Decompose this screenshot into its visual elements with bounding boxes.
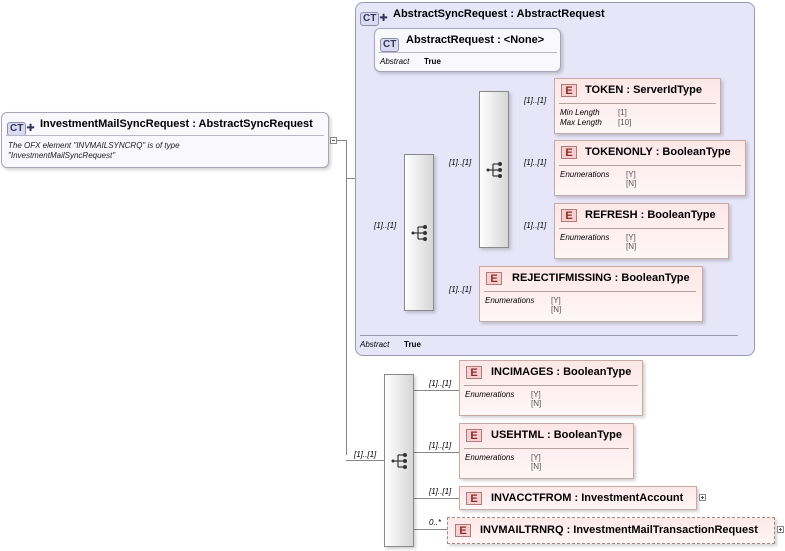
cardinality-usehtml: [1]..[1] bbox=[429, 441, 452, 450]
element-usehtml[interactable]: E USEHTML : BooleanType Enumerations [Y]… bbox=[459, 423, 634, 479]
cardinality-main-seq: [1]..[1] bbox=[374, 221, 397, 230]
element-title: TOKEN : ServerIdType bbox=[585, 84, 702, 96]
abstract-request-type[interactable]: CT AbstractRequest : <None> Abstract Tru… bbox=[374, 28, 561, 72]
element-badge: E bbox=[455, 524, 471, 537]
abstract-request-title: AbstractRequest : <None> bbox=[406, 34, 545, 46]
complex-type-icon: CT bbox=[380, 38, 400, 52]
element-divider bbox=[464, 385, 638, 386]
main-sequence-compositor[interactable] bbox=[404, 154, 434, 311]
cardinality-inner-seq: [1]..[1] bbox=[449, 158, 472, 167]
element-invmailtrnrq[interactable]: E INVMAILTRNRQ : InvestmentMailTransacti… bbox=[447, 517, 775, 544]
inner-sequence-compositor[interactable] bbox=[479, 91, 509, 248]
element-prop: Enumerations bbox=[465, 390, 515, 399]
cardinality-tokenonly: [1]..[1] bbox=[524, 158, 547, 167]
complex-type-icon: CT bbox=[360, 12, 380, 26]
element-title: INCIMAGES : BooleanType bbox=[491, 366, 632, 378]
abstract-sync-badge: CT✚ bbox=[360, 8, 388, 26]
cardinality-outer-seq: [1]..[1] bbox=[354, 450, 377, 459]
expand-plus-icon[interactable] bbox=[699, 494, 706, 501]
connector-outer-to-usehtml bbox=[414, 452, 459, 453]
element-val: [Y] bbox=[626, 233, 636, 242]
element-divider bbox=[559, 165, 741, 166]
cardinality-token: [1]..[1] bbox=[524, 96, 547, 105]
element-divider bbox=[484, 291, 696, 292]
element-val: [Y] bbox=[531, 390, 541, 399]
element-invacctfrom[interactable]: E INVACCTFROM : InvestmentAccount bbox=[459, 486, 697, 510]
cardinality-invmailtrnrq: 0..* bbox=[429, 518, 442, 527]
connector-root-v bbox=[346, 140, 347, 455]
element-prop: Enumerations bbox=[560, 233, 610, 242]
element-badge: E bbox=[561, 84, 577, 97]
element-prop: Enumerations bbox=[465, 453, 515, 462]
abstract-request-badge: CT bbox=[380, 34, 400, 52]
connector-outer-to-invmailtrnrq bbox=[414, 529, 447, 530]
plus-icon: ✚ bbox=[379, 13, 388, 24]
cardinality-incimages: [1]..[1] bbox=[429, 379, 452, 388]
element-val: [N] bbox=[551, 305, 562, 314]
complex-type-icon: CT bbox=[7, 122, 27, 136]
root-divider bbox=[6, 135, 324, 136]
root-title: InvestmentMailSyncRequest : AbstractSync… bbox=[40, 118, 313, 130]
element-prop: Min Length bbox=[560, 108, 600, 117]
cardinality-rejectifmissing: [1]..[1] bbox=[449, 285, 472, 294]
outer-sequence-compositor[interactable] bbox=[384, 374, 414, 547]
element-badge: E bbox=[466, 492, 482, 505]
element-badge: E bbox=[466, 429, 482, 442]
element-incimages[interactable]: E INCIMAGES : BooleanType Enumerations [… bbox=[459, 360, 643, 416]
element-title: USEHTML : BooleanType bbox=[491, 429, 622, 441]
connector-to-group bbox=[346, 178, 356, 179]
element-divider bbox=[464, 448, 629, 449]
connector-outer-to-invacctfrom bbox=[414, 498, 459, 499]
element-val: [N] bbox=[531, 399, 542, 408]
root-complex-type[interactable]: CT✚ InvestmentMailSyncRequest : Abstract… bbox=[1, 112, 329, 168]
element-title: TOKENONLY : BooleanType bbox=[585, 146, 731, 158]
element-title: INVACCTFROM : InvestmentAccount bbox=[491, 492, 684, 504]
element-title: INVMAILTRNRQ : InvestmentMailTransaction… bbox=[480, 524, 758, 536]
element-prop: Max Length bbox=[560, 118, 602, 127]
root-badge: CT✚ bbox=[7, 118, 35, 136]
abstract-request-val: True bbox=[424, 57, 441, 66]
cardinality-refresh: [1]..[1] bbox=[524, 221, 547, 230]
element-refresh[interactable]: E REFRESH : BooleanType Enumerations [Y]… bbox=[554, 203, 729, 259]
abstract-request-prop: Abstract bbox=[380, 57, 410, 66]
element-title: REFRESH : BooleanType bbox=[585, 209, 716, 221]
connector-root-h bbox=[336, 140, 346, 141]
abstract-sync-title: AbstractSyncRequest : AbstractRequest bbox=[393, 8, 605, 20]
abstract-sync-val: True bbox=[404, 340, 421, 349]
root-description-line2: "InvestmentMailSyncRequest" bbox=[8, 151, 116, 160]
element-val: [N] bbox=[626, 179, 637, 188]
element-badge: E bbox=[561, 146, 577, 159]
element-rejectifmissing[interactable]: E REJECTIFMISSING : BooleanType Enumerat… bbox=[479, 266, 703, 322]
element-badge: E bbox=[466, 366, 482, 379]
plus-icon: ✚ bbox=[26, 123, 35, 134]
element-badge: E bbox=[486, 272, 502, 285]
sequence-icon bbox=[486, 162, 502, 178]
abstract-sync-divider bbox=[360, 335, 738, 336]
expand-plus-icon[interactable] bbox=[777, 526, 784, 533]
element-val: [Y] bbox=[626, 170, 636, 179]
connector-outer-to-incimages bbox=[414, 390, 459, 391]
element-val: [1] bbox=[618, 108, 627, 117]
element-token[interactable]: E TOKEN : ServerIdType Min Length [1] Ma… bbox=[554, 78, 721, 134]
element-tokenonly[interactable]: E TOKENONLY : BooleanType Enumerations [… bbox=[554, 140, 746, 196]
abstract-sync-prop: Abstract bbox=[360, 340, 390, 349]
sequence-icon bbox=[411, 225, 427, 241]
element-prop: Enumerations bbox=[485, 296, 535, 305]
element-val: [10] bbox=[618, 118, 632, 127]
collapse-minus-icon[interactable] bbox=[330, 137, 337, 144]
root-description-line1: The OFX element "INVMAILSYNCRQ" is of ty… bbox=[8, 141, 180, 150]
sequence-icon bbox=[391, 453, 407, 469]
element-val: [Y] bbox=[531, 453, 541, 462]
element-prop: Enumerations bbox=[560, 170, 610, 179]
cardinality-invacctfrom: [1]..[1] bbox=[429, 487, 452, 496]
element-val: [Y] bbox=[551, 296, 561, 305]
element-title: REJECTIFMISSING : BooleanType bbox=[512, 272, 690, 284]
element-badge: E bbox=[561, 209, 577, 222]
connector-to-outer-seq bbox=[346, 460, 384, 461]
element-divider bbox=[559, 228, 724, 229]
element-val: [N] bbox=[531, 462, 542, 471]
element-divider bbox=[559, 103, 716, 104]
element-val: [N] bbox=[626, 242, 637, 251]
abstract-request-divider bbox=[379, 52, 557, 53]
